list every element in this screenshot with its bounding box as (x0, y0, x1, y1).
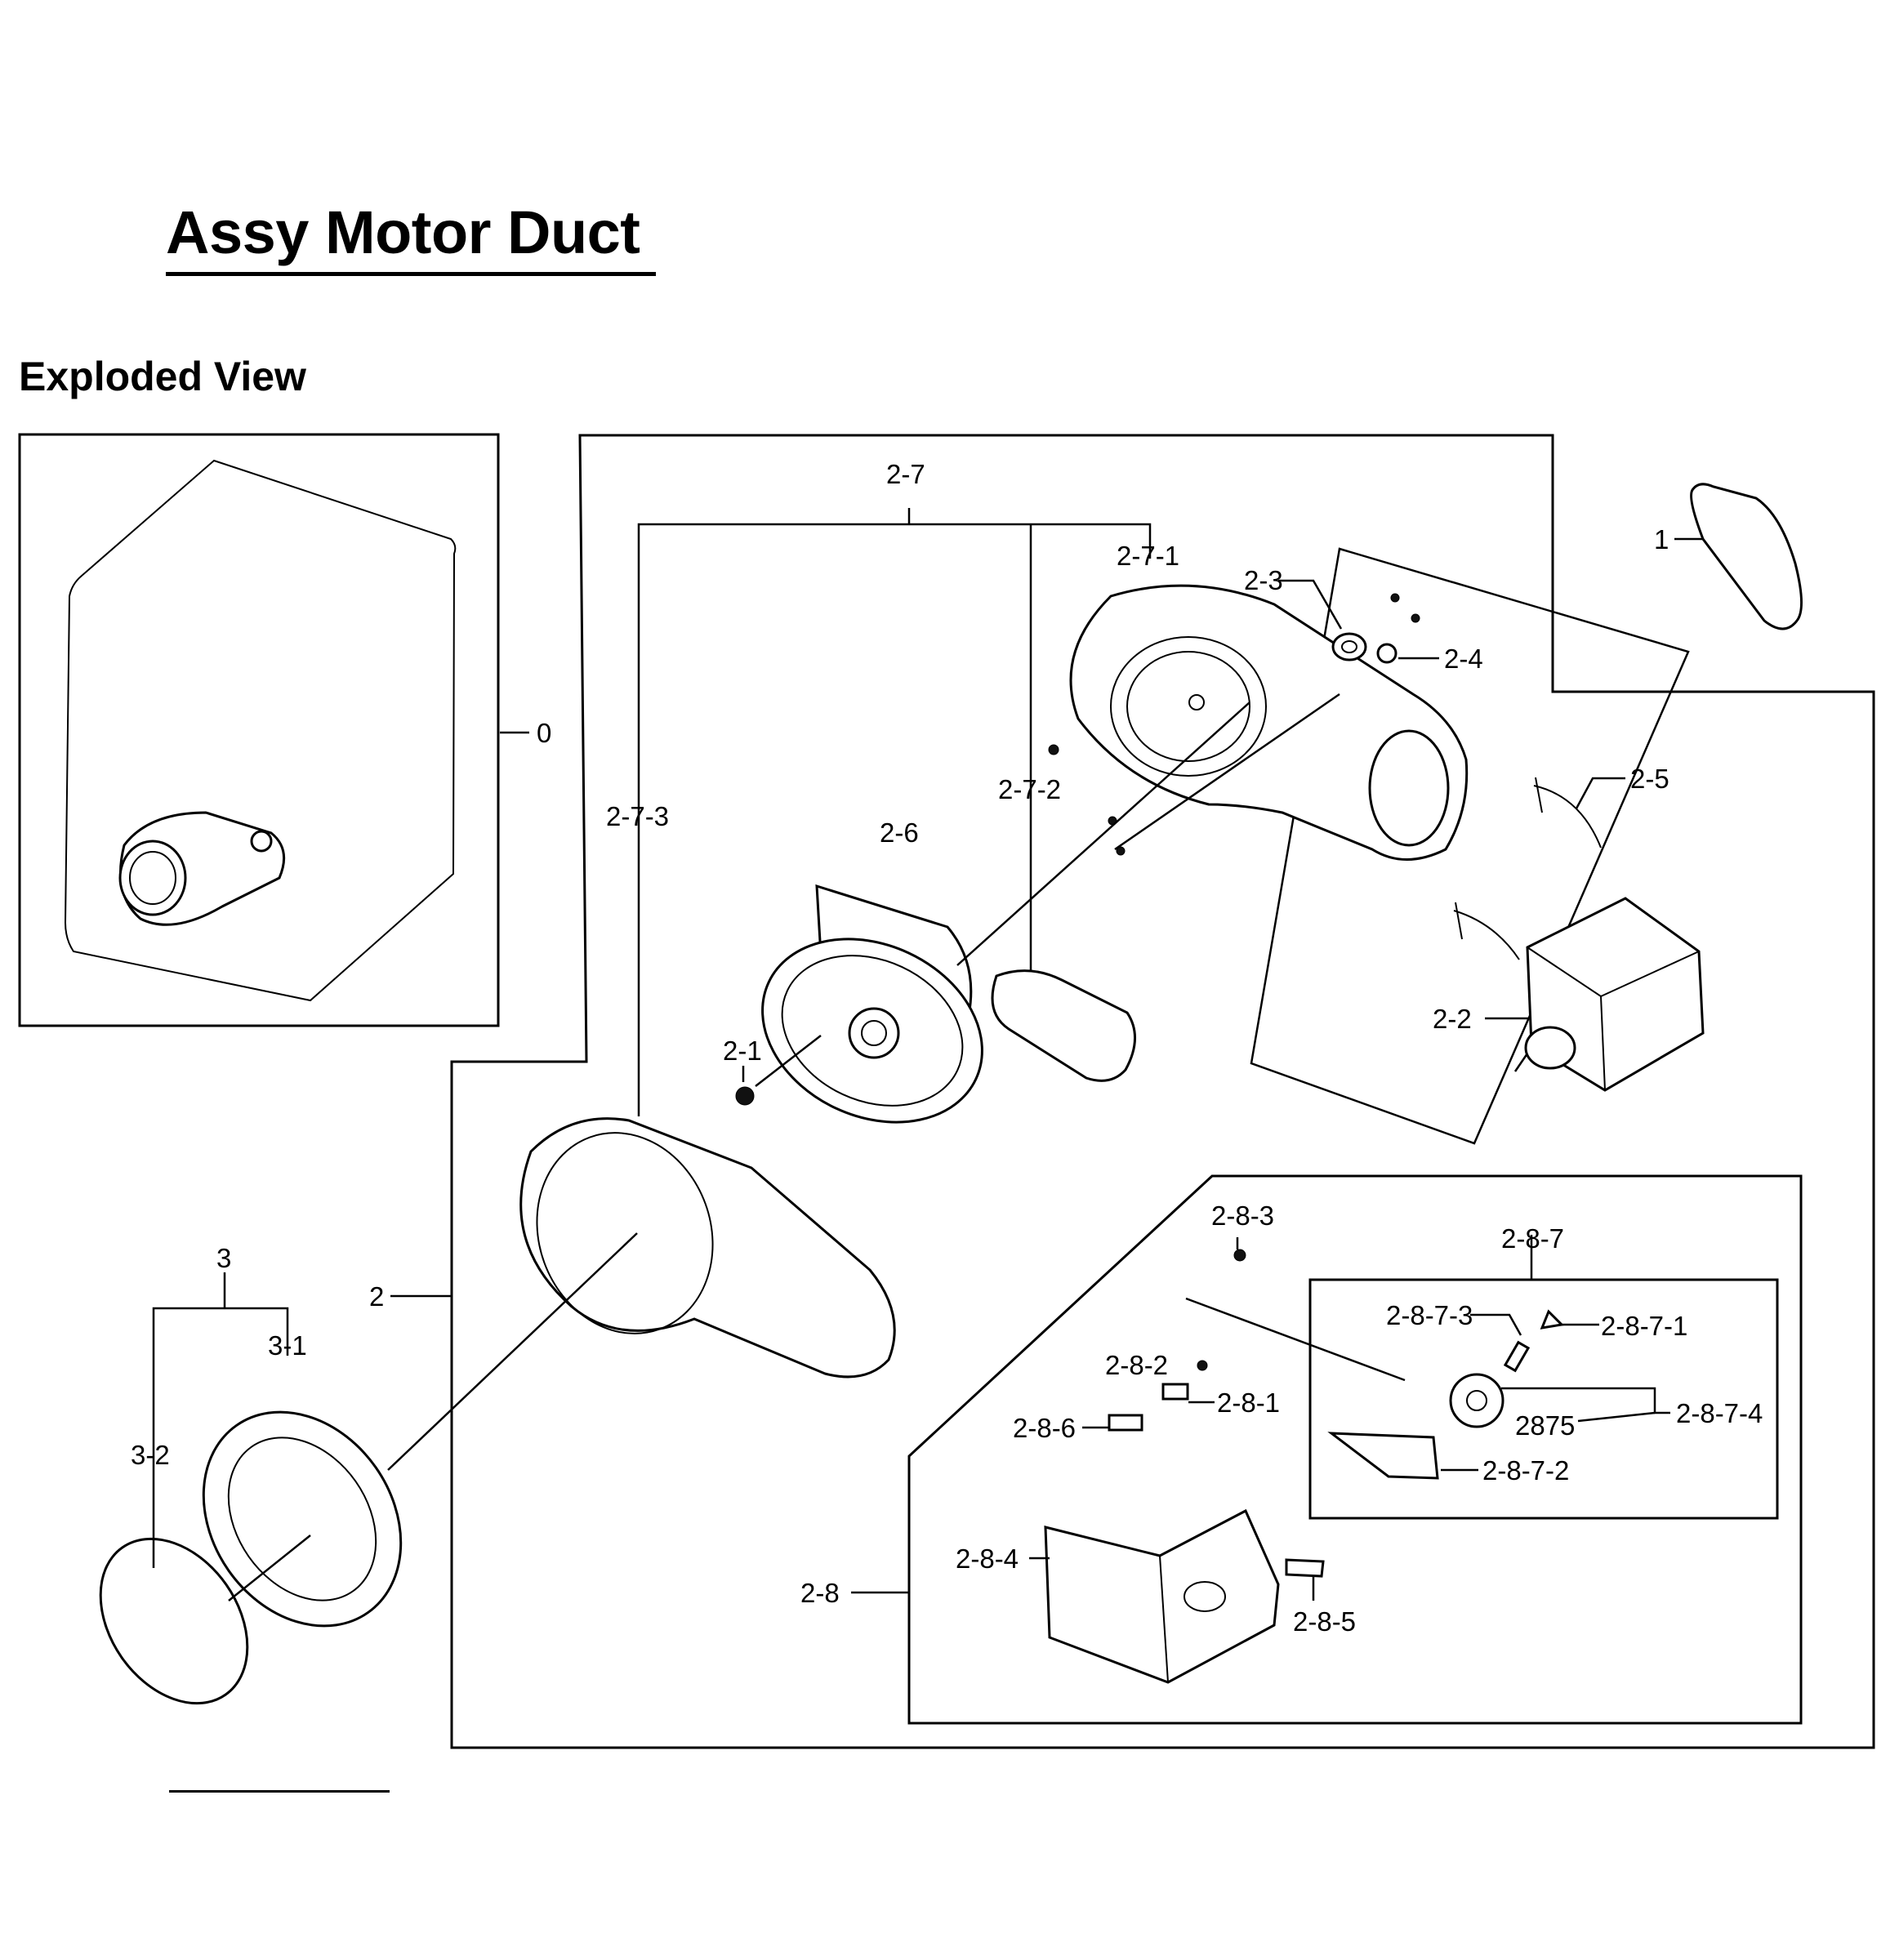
label-2-7-2: 2-7-2 (998, 774, 1061, 804)
arrow-2875 (1577, 1411, 1656, 1423)
axis-line-2 (387, 1232, 638, 1471)
leader-2-5 (1575, 777, 1625, 809)
leader-3 (152, 1307, 289, 1568)
label-2-7: 2-7 (886, 459, 925, 489)
motor-bracket-part (1044, 1508, 1280, 1684)
page-title: Assy Motor Duct (166, 198, 640, 266)
label-3-1: 3-1 (268, 1330, 307, 1361)
axis-line-1 (956, 702, 1250, 966)
label-1: 1 (1654, 524, 1669, 555)
assembly-frame (450, 434, 1875, 1749)
belt-part (1690, 483, 1803, 630)
label-2-8-2: 2-8-2 (1105, 1350, 1168, 1380)
label-2-4: 2-4 (1444, 644, 1483, 674)
label-2-8-7: 2-8-7 (1501, 1223, 1564, 1254)
leader-bracket (1185, 1297, 1406, 1382)
motor-group-frame (1250, 547, 1690, 1145)
label-2-6: 2-6 (880, 817, 919, 848)
fan-nut-part (735, 1086, 755, 1106)
front-seal-part (99, 1537, 249, 1705)
label-2: 2 (369, 1281, 384, 1312)
label-2-3: 2-3 (1244, 565, 1283, 595)
label-3-2: 3-2 (131, 1440, 170, 1470)
label-2-8-7-1: 2-8-7-1 (1601, 1311, 1687, 1341)
label-2-7-1: 2-7-1 (1117, 541, 1179, 571)
dryer-cabinet-part (64, 459, 457, 1002)
label-2-8-7-3: 2-8-7-3 (1386, 1300, 1473, 1330)
page-subtitle: Exploded View (19, 354, 306, 399)
leader-2-8-7-3 (1470, 1313, 1522, 1336)
axis-line-5 (1114, 693, 1340, 851)
label-2-8-4: 2-8-4 (956, 1544, 1019, 1574)
label-2-5: 2-5 (1630, 764, 1669, 794)
label-2-8: 2-8 (800, 1578, 840, 1608)
label-2-2: 2-2 (1433, 1004, 1472, 1034)
label-2-8-3: 2-8-3 (1211, 1200, 1274, 1231)
title-underline (166, 272, 656, 276)
label-2-8-7-4: 2-8-7-4 (1676, 1398, 1763, 1428)
leader-2-8-7-4 (1501, 1387, 1670, 1414)
duct-cover-part (202, 1410, 403, 1628)
leader-2-3 (1278, 579, 1343, 630)
small-bracket-parts (1108, 1249, 1325, 1578)
overview-frame (18, 433, 500, 1027)
axis-line-3 (228, 1535, 311, 1601)
bushing-part (1331, 632, 1398, 664)
label-2-8-5: 2-8-5 (1293, 1606, 1356, 1637)
label-2-8-1: 2-8-1 (1217, 1388, 1280, 1418)
footer-rule (169, 1790, 390, 1793)
label-3: 3 (216, 1243, 231, 1273)
motor-part (1513, 897, 1705, 1092)
rear-fan-housing-part (1069, 584, 1469, 861)
fan-housing-frame (637, 523, 1152, 1116)
bracket-frame (907, 1174, 1803, 1725)
front-fan-housing-part (519, 1117, 896, 1379)
idler-frame (1308, 1278, 1779, 1520)
label-2-7-3: 2-7-3 (606, 801, 669, 831)
axis-line-4 (755, 1035, 822, 1087)
label-0: 0 (537, 718, 551, 748)
duct-seal-part (991, 969, 1136, 1082)
motor-clips-part (1453, 777, 1602, 960)
label-2-1: 2-1 (723, 1036, 762, 1066)
label-2-8-7-2: 2-8-7-2 (1482, 1455, 1569, 1486)
label-2875: 2875 (1515, 1410, 1575, 1441)
fan-part (761, 884, 983, 1124)
label-2-8-6: 2-8-6 (1013, 1413, 1076, 1443)
idler-pulley-part (1327, 1309, 1565, 1480)
